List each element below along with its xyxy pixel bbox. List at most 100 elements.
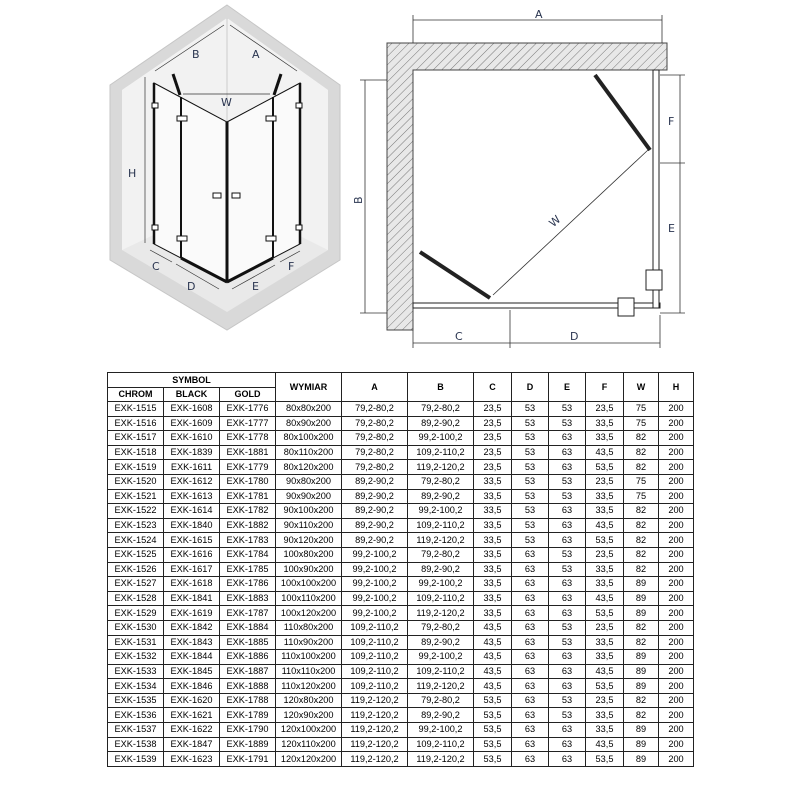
table-cell: 63 [548,576,586,592]
table-cell: 63 [548,517,586,534]
table-cell: EXK-1790 [219,722,276,738]
table-cell: 99,2-100,2 [407,430,474,446]
table-cell: 63 [548,459,586,475]
table-cell: 33,5 [585,488,624,505]
table-cell: 33,5 [585,503,624,519]
table-cell: 53,5 [585,459,624,475]
table-cell: 89,2-90,2 [407,707,474,724]
table-cell: 23,5 [473,459,512,475]
table-cell: 89,2-90,2 [341,473,408,490]
table-cell: 53 [511,430,549,446]
table-cell: EXK-1839 [163,444,220,461]
table-cell: 43,5 [585,517,624,534]
table-cell: 200 [658,546,694,563]
table-cell: 89 [623,649,659,665]
table-cell: 33,5 [473,561,512,578]
table-cell: 100x120x200 [275,605,342,621]
table-cell: 200 [658,488,694,505]
table-cell: EXK-1847 [163,736,220,753]
table-cell: EXK-1788 [219,692,276,709]
table-cell: 109,2-110,2 [407,517,474,534]
table-cell: 89 [623,663,659,680]
table-cell: EXK-1616 [163,546,220,563]
table-cell: 110x90x200 [275,634,342,651]
table-cell: 120x110x200 [275,736,342,753]
table-cell: 79,2-80,2 [341,401,408,417]
header-e: E [548,372,586,402]
table-cell: 120x120x200 [275,751,342,767]
table-cell: EXK-1519 [107,459,164,475]
table-cell: EXK-1622 [163,722,220,738]
plan-label-c: C [455,330,463,343]
table-cell: 53 [511,401,549,417]
table-cell: 120x90x200 [275,707,342,724]
table-cell: 200 [658,722,694,738]
header-gold: GOLD [219,387,276,402]
table-cell: 43,5 [473,678,512,694]
table-cell: EXK-1536 [107,707,164,724]
table-cell: 82 [623,517,659,534]
table-cell: 63 [511,561,549,578]
table-cell: EXK-1791 [219,751,276,767]
table-cell: 53 [548,415,586,432]
table-cell: EXK-1522 [107,503,164,519]
table-cell: EXK-1614 [163,503,220,519]
iso-label-w: W [221,96,232,109]
table-cell: EXK-1608 [163,401,220,417]
table-cell: 200 [658,678,694,694]
table-cell: 53 [548,561,586,578]
table-cell: 89 [623,576,659,592]
table-cell: 99,2-100,2 [407,503,474,519]
table-cell: 33,5 [473,590,512,607]
symbol-header: SYMBOL [107,372,276,388]
table-cell: 79,2-80,2 [407,546,474,563]
header-b: B [407,372,474,402]
table-cell: 82 [623,532,659,548]
table-cell: 119,2-120,2 [407,605,474,621]
table-cell: 82 [623,503,659,519]
table-cell: 200 [658,561,694,578]
table-cell: 99,2-100,2 [341,546,408,563]
table-cell: 109,2-110,2 [407,444,474,461]
table-cell: 200 [658,692,694,709]
plan-view-drawing: A B C D E F W [352,8,685,348]
table-cell: EXK-1613 [163,488,220,505]
table-cell: EXK-1889 [219,736,276,753]
table-cell: EXK-1846 [163,678,220,694]
table-cell: EXK-1787 [219,605,276,621]
table-cell: 23,5 [585,546,624,563]
table-cell: 89,2-90,2 [407,488,474,505]
table-cell: 119,2-120,2 [341,692,408,709]
table-cell: 120x80x200 [275,692,342,709]
table-cell: EXK-1528 [107,590,164,607]
table-cell: EXK-1533 [107,663,164,680]
iso-label-a: A [252,48,260,61]
table-cell: 53,5 [473,692,512,709]
table-cell: 63 [511,590,549,607]
table-cell: 200 [658,634,694,651]
table-cell: 200 [658,517,694,534]
table-cell: 89 [623,751,659,767]
table-cell: EXK-1785 [219,561,276,578]
table-cell: 33,5 [585,634,624,651]
table-cell: 23,5 [585,401,624,417]
header-h: H [658,372,694,402]
table-cell: 109,2-110,2 [341,649,408,665]
table-cell: 109,2-110,2 [341,678,408,694]
table-cell: 90x100x200 [275,503,342,519]
table-cell: 33,5 [473,576,512,592]
table-cell: 119,2-120,2 [407,678,474,694]
header-chrom: CHROM [107,387,164,402]
table-cell: 89,2-90,2 [407,561,474,578]
table-cell: EXK-1784 [219,546,276,563]
table-cell: EXK-1517 [107,430,164,446]
table-cell: 63 [511,722,549,738]
table-cell: 200 [658,459,694,475]
table-cell: EXK-1515 [107,401,164,417]
table-cell: EXK-1535 [107,692,164,709]
